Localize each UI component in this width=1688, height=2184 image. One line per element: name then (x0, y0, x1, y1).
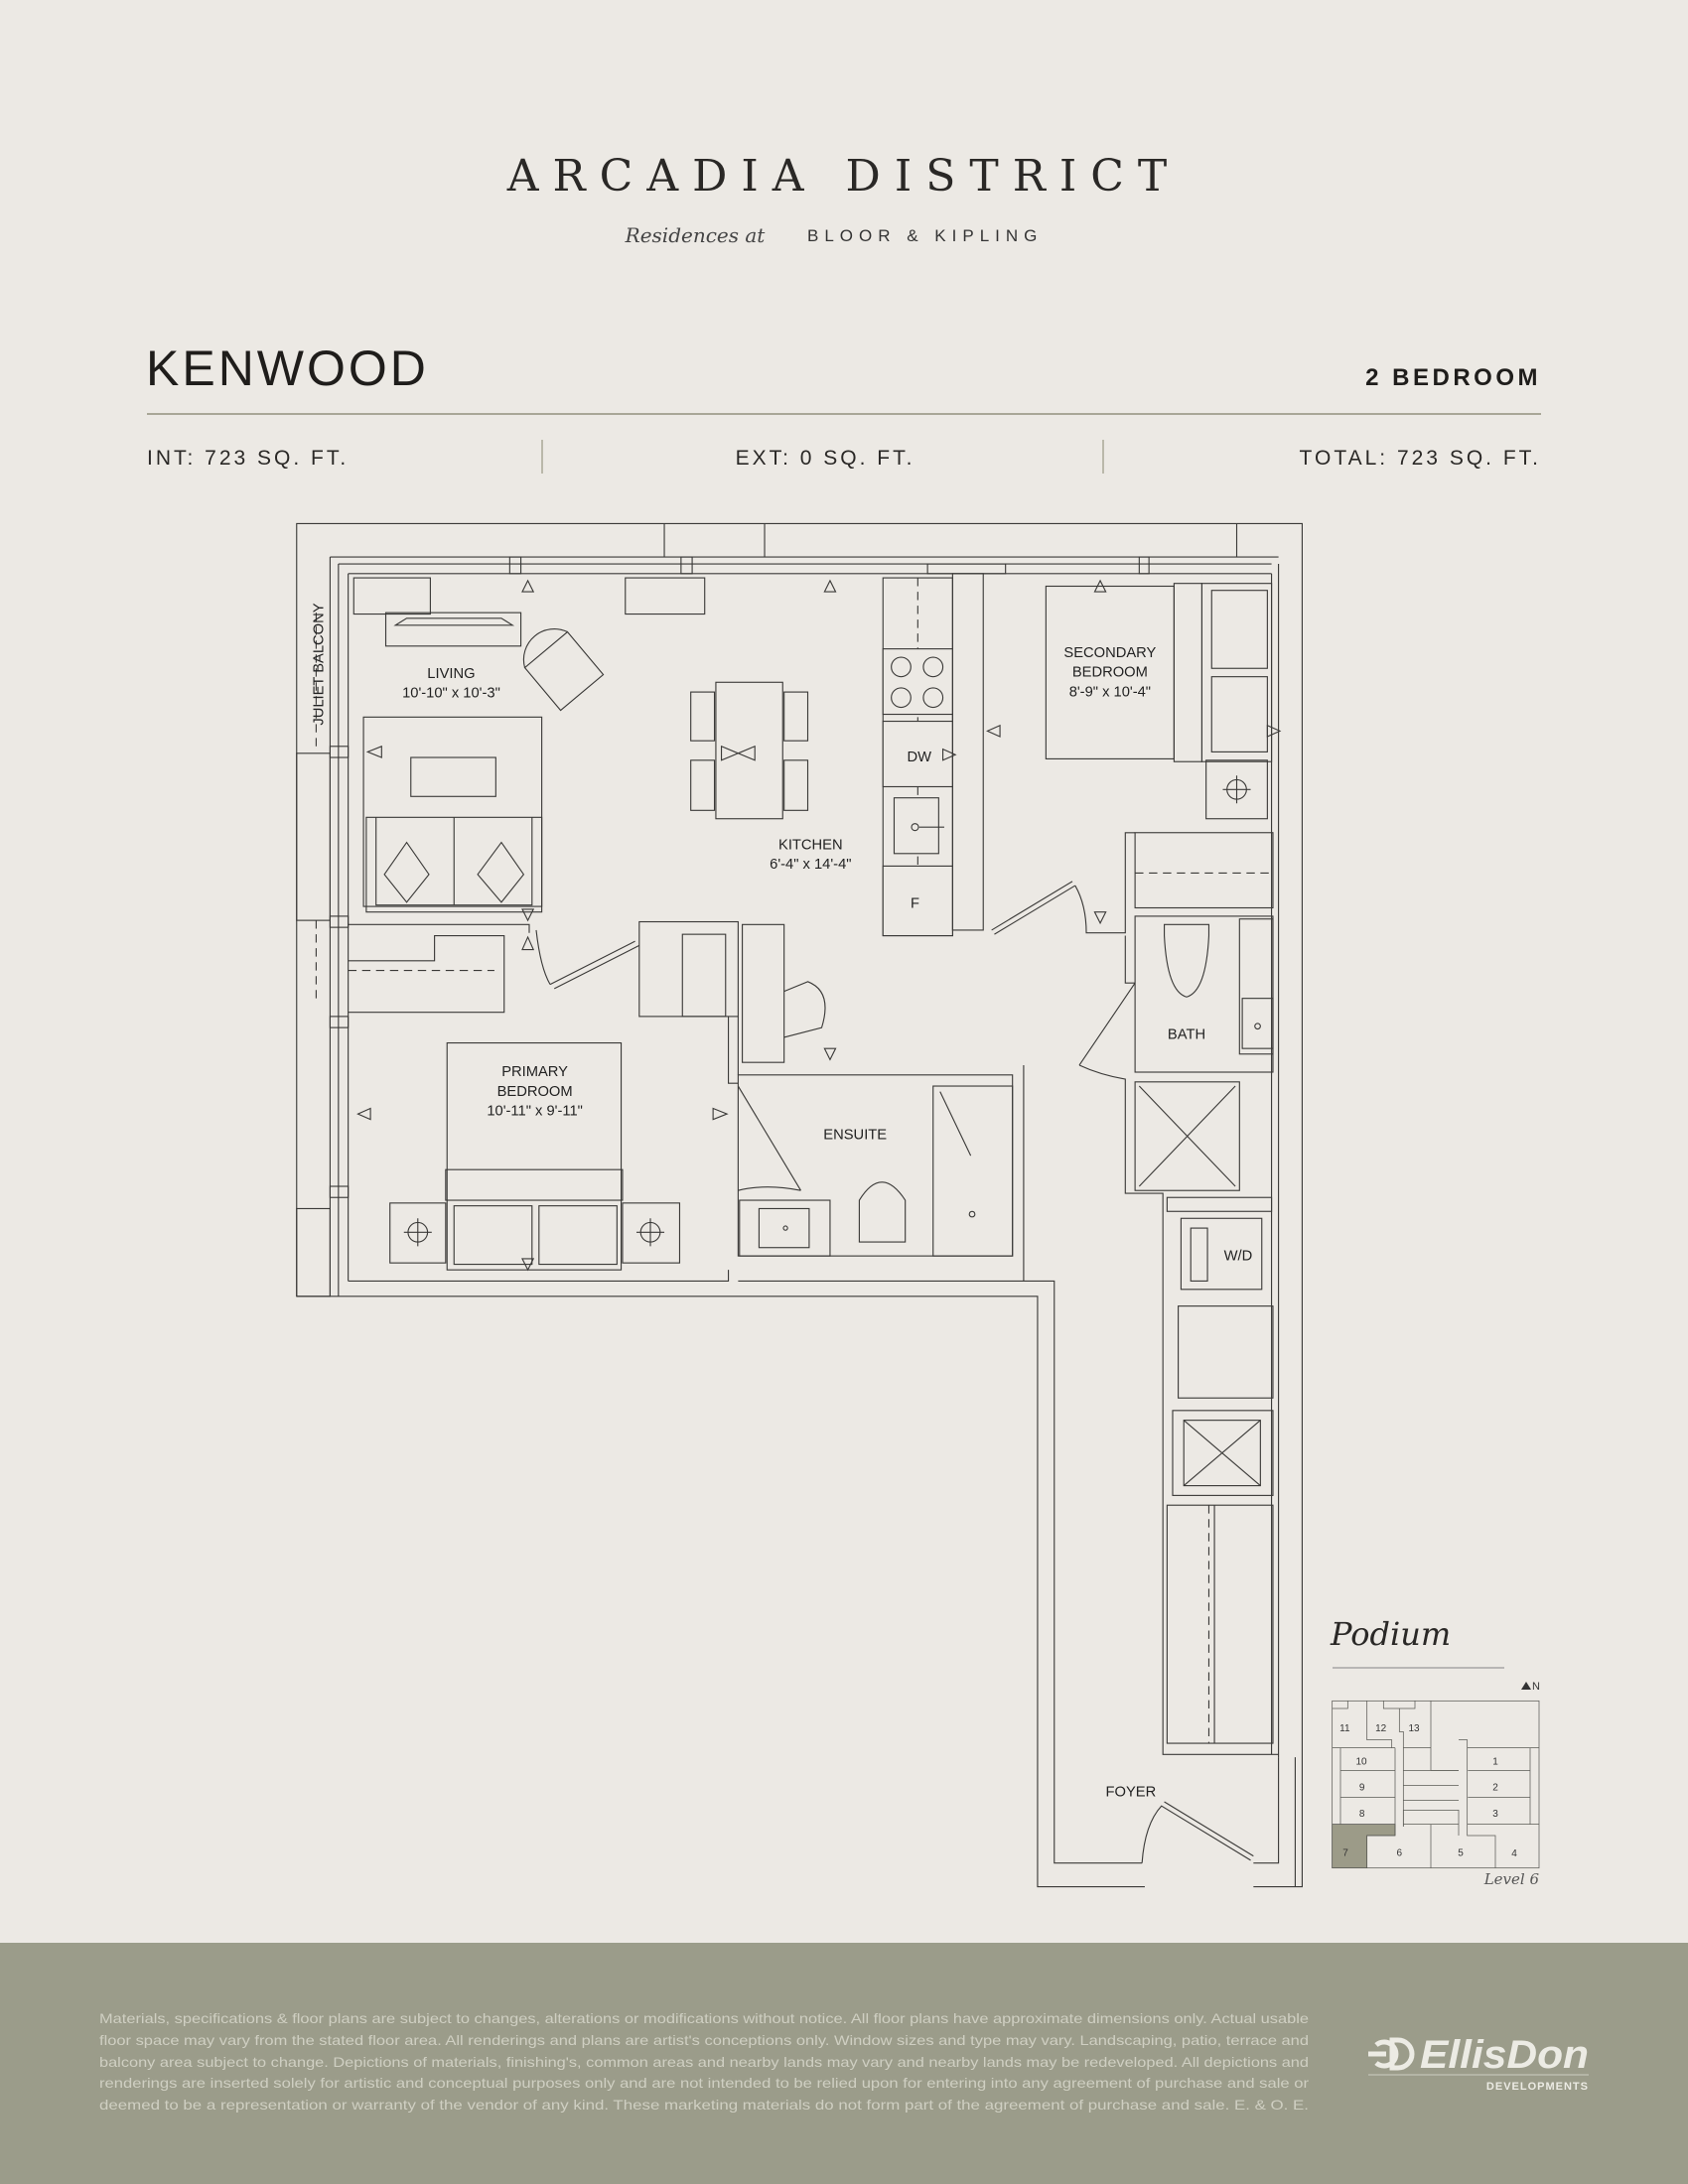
disclaimer-line: floor space may vary from the stated flo… (99, 2032, 1309, 2048)
primary-bed (389, 1041, 681, 1271)
primary-bedroom-label: PRIMARY (501, 1064, 568, 1080)
disclaimer-line: deemed to be a representation or warrant… (99, 2097, 1309, 2113)
window-markers (356, 579, 1282, 1272)
podium-unit: 9 (1359, 1782, 1365, 1793)
disclaimer: Materials, specifications & floor plans … (99, 2010, 1309, 2113)
total-area: TOTAL: 723 SQ. FT. (1300, 447, 1541, 470)
bath-fixtures (1134, 915, 1274, 1073)
podium-unit: 10 (1355, 1757, 1367, 1768)
fridge-label: F (911, 895, 919, 911)
ellisdon-logo-icon (1368, 2037, 1415, 2071)
podium-unit: 4 (1511, 1848, 1517, 1859)
exterior-outline (296, 522, 1303, 1888)
kitchen-counter (882, 573, 984, 937)
secondary-bedroom-dims: 8'-9" x 10'-4" (1069, 684, 1151, 700)
foyer-label: FOYER (1106, 1784, 1157, 1800)
linen-closet (1134, 1081, 1240, 1191)
primary-bedroom-dims: 10'-11" x 9'-11" (487, 1103, 583, 1119)
secondary-bed (1045, 583, 1273, 820)
exterior-area: EXT: 0 SQ. FT. (736, 447, 915, 470)
podium-key-plan: Podium N 1 2 3 4 5 6 7 8 9 10 11 12 13 L… (1330, 1615, 1540, 1888)
brand-script: Residences at (625, 223, 767, 247)
dishwasher-label: DW (907, 750, 931, 765)
disclaimer-line: renderings are inserted solely for artis… (99, 2075, 1309, 2091)
shower (932, 1085, 1014, 1257)
secondary-bedroom-label: SECONDARY (1063, 645, 1156, 661)
kitchen-dims: 6'-4" x 14'-4" (770, 857, 851, 873)
secondary-bedroom-label: BEDROOM (1072, 665, 1148, 681)
oven-column (742, 923, 785, 1063)
interior-area: INT: 723 SQ. FT. (147, 447, 349, 470)
ellisdon-logo: EllisDon DEVELOPMENTS (1368, 2033, 1589, 2093)
unit-header: KENWOOD 2 BEDROOM INT: 723 SQ. FT. EXT: … (146, 341, 1541, 474)
primary-bedroom-label: BEDROOM (497, 1084, 573, 1100)
podium-map: 1 2 3 4 5 6 7 8 9 10 11 12 13 (1332, 1700, 1540, 1869)
podium-unit: 13 (1408, 1723, 1420, 1734)
living-dims: 10'-10" x 10'-3" (402, 686, 500, 702)
laundry-closet (1141, 1217, 1274, 1863)
north-label: N (1532, 1681, 1540, 1693)
developer-name: EllisDon (1420, 2033, 1589, 2077)
brand-location: BLOOR & KIPLING (807, 226, 1043, 245)
living-label: LIVING (427, 666, 475, 682)
floor-plan: JULIET BALCONY (296, 522, 1303, 1888)
podium-unit: 8 (1359, 1809, 1365, 1820)
disclaimer-line: Materials, specifications & floor plans … (99, 2010, 1309, 2026)
level-label: Level 6 (1483, 1870, 1540, 1888)
interior-walls (348, 832, 1279, 1755)
podium-unit: 6 (1397, 1847, 1403, 1858)
juliet-balcony-label: JULIET BALCONY (311, 603, 327, 725)
podium-unit-highlighted: 7 (1342, 1847, 1348, 1858)
podium-unit: 2 (1492, 1782, 1498, 1793)
armchair (522, 627, 605, 712)
developer-sub: DEVELOPMENTS (1486, 2081, 1589, 2093)
kitchen-label: KITCHEN (778, 838, 843, 854)
podium-unit: 3 (1492, 1809, 1498, 1820)
footer: Materials, specifications & floor plans … (0, 1943, 1688, 2184)
podium-title: Podium (1330, 1615, 1451, 1653)
highlighted-unit-fill (1332, 1824, 1396, 1868)
podium-unit: 11 (1339, 1723, 1350, 1734)
washer-dryer-label: W/D (1224, 1248, 1253, 1264)
podium-unit: 12 (1375, 1723, 1387, 1734)
disclaimer-line: balcony area subject to change. Depictio… (99, 2054, 1309, 2070)
north-arrow-icon (1521, 1682, 1531, 1690)
living-furniture (352, 577, 706, 913)
dining-table (690, 681, 809, 820)
unit-name: KENWOOD (146, 341, 429, 396)
brand-header: ARCADIA DISTRICT Residences at BLOOR & K… (506, 151, 1181, 247)
coffee-table (410, 756, 496, 797)
area-rug (362, 716, 543, 907)
exterior-walls (315, 556, 1296, 1887)
closet (1134, 832, 1274, 909)
unit-type: 2 BEDROOM (1365, 364, 1541, 391)
ensuite-label: ENSUITE (823, 1127, 887, 1143)
podium-unit: 5 (1458, 1847, 1464, 1858)
bath-label: BATH (1168, 1026, 1205, 1042)
brand-title: ARCADIA DISTRICT (506, 151, 1181, 202)
podium-unit: 1 (1492, 1757, 1498, 1768)
ensuite-fixtures (737, 1074, 1014, 1257)
